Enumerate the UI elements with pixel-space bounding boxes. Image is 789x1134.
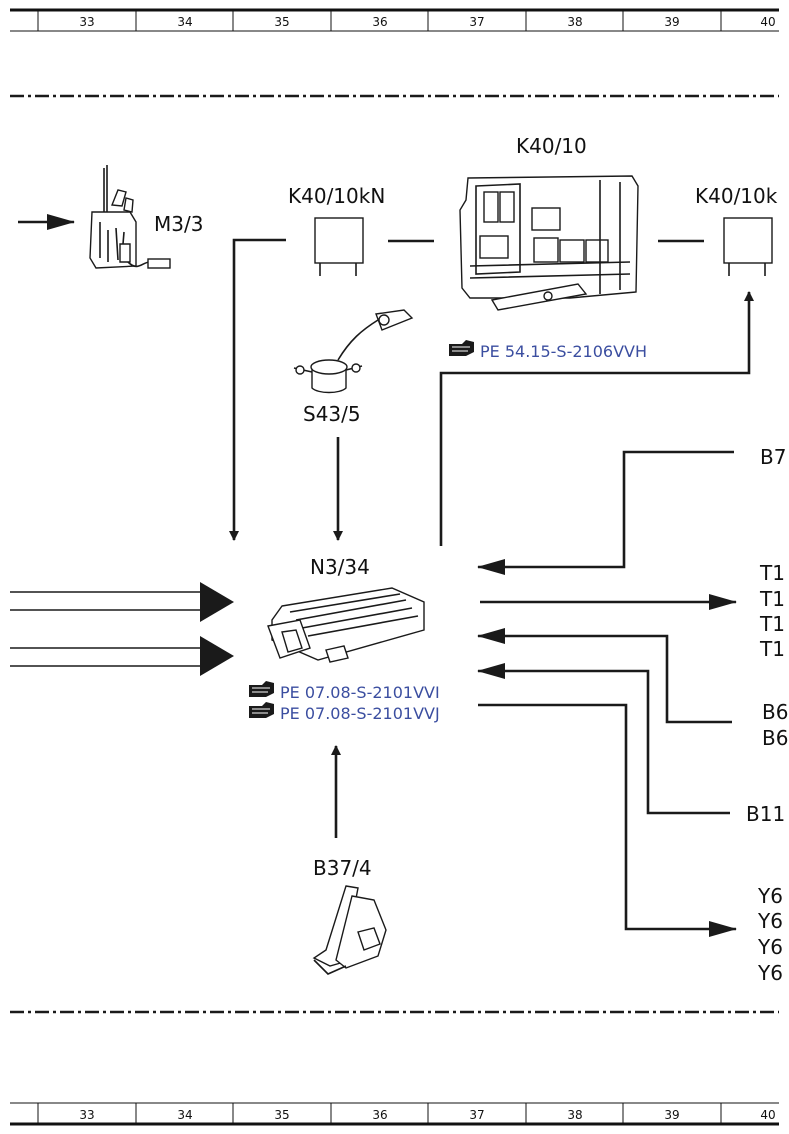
ruler-col-33: 33 (79, 1108, 94, 1122)
ruler-col-36: 36 (372, 15, 387, 29)
ruler-col-38: 38 (567, 1108, 582, 1122)
t1-label-1: T1 (759, 561, 785, 585)
b11-to-n3-34-arrow (477, 663, 730, 815)
y6-label-1: Y6 (757, 884, 783, 908)
fuel-pump-icon (89, 165, 171, 269)
y6-label-4: Y6 (757, 961, 783, 985)
ruler-col-37: 37 (469, 15, 484, 29)
b7-label: B7 (760, 445, 786, 469)
input-arrow-head (200, 636, 234, 676)
n3-34-left-inputs (10, 582, 234, 676)
control-unit-icon (267, 587, 425, 663)
ruler-col-36: 36 (372, 1108, 387, 1122)
ruler-col-34: 34 (177, 1108, 192, 1122)
ruler-col-39: 39 (664, 15, 679, 29)
k40-10kn-to-n3-34-arrow (229, 238, 286, 541)
ruler-col-38: 38 (567, 15, 582, 29)
ruler-col-34: 34 (177, 15, 192, 29)
k40-10kn-label: K40/10kN (288, 184, 385, 208)
ruler-col-33: 33 (79, 15, 94, 29)
b37-4-pedal-sensor: B37/4 (312, 856, 387, 975)
b11-label: B11 (746, 802, 785, 826)
b6-label-2: B6 (762, 726, 788, 750)
t1-label-2: T1 (759, 587, 785, 611)
n3-34-ref-1-text: PE 07.08-S-2101VVI (280, 683, 440, 702)
pointing-hand-icon (249, 702, 274, 718)
y6-label-2: Y6 (757, 909, 783, 933)
sensor-icon (293, 309, 414, 394)
relay-icon (723, 217, 773, 264)
ruler-col-35: 35 (274, 15, 289, 29)
s43-5-sensor: S43/5 (293, 309, 414, 426)
n3-34-ref-2-text: PE 07.08-S-2101VVJ (280, 704, 440, 723)
t1-label-3: T1 (759, 612, 785, 636)
k40-10-reference: PE 54.15-S-2106VVH (449, 340, 647, 361)
bottom-column-ruler: 33 34 35 36 37 38 39 40 (10, 1102, 779, 1126)
n3-34-to-k40-10k-arrow (439, 291, 754, 546)
n3-34-control-unit: N3/34 (267, 555, 425, 663)
top-column-ruler: 33 34 35 36 37 38 39 40 (10, 8, 779, 32)
b37-4-label: B37/4 (313, 856, 372, 880)
pointing-hand-icon (249, 681, 274, 697)
b7-to-n3-34-arrow (477, 450, 734, 575)
fuse-box-icon (459, 175, 639, 311)
k40-10-label: K40/10 (516, 134, 587, 158)
ruler-col-40: 40 (760, 1108, 775, 1122)
y6-label-3: Y6 (757, 935, 783, 959)
ruler-col-39: 39 (664, 1108, 679, 1122)
ruler-col-40: 40 (760, 15, 775, 29)
relay-icon (314, 217, 364, 264)
input-arrow-head (200, 582, 234, 622)
accelerator-pedal-icon (312, 885, 387, 975)
b6-label-1: B6 (762, 700, 788, 724)
m3-3-fuel-pump: M3/3 (18, 165, 203, 269)
m3-3-label: M3/3 (154, 212, 203, 236)
s43-5-label: S43/5 (303, 402, 361, 426)
t1-label-4: T1 (759, 637, 785, 661)
n3-34-to-y6-arrow (478, 703, 737, 937)
ruler-col-35: 35 (274, 1108, 289, 1122)
ruler-col-37: 37 (469, 1108, 484, 1122)
n3-34-label: N3/34 (310, 555, 370, 579)
n3-34-references: PE 07.08-S-2101VVI PE 07.08-S-2101VVJ (249, 681, 440, 723)
pointing-hand-icon (449, 340, 474, 356)
k40-10k-relay: K40/10k (695, 184, 778, 276)
k40-10kn-relay: K40/10kN (288, 184, 385, 276)
b6-to-n3-34-arrow (477, 628, 732, 724)
k40-10-fuse-relay-box: K40/10 (459, 134, 639, 311)
k40-10k-label: K40/10k (695, 184, 778, 208)
k40-10-ref-text: PE 54.15-S-2106VVH (480, 342, 647, 361)
